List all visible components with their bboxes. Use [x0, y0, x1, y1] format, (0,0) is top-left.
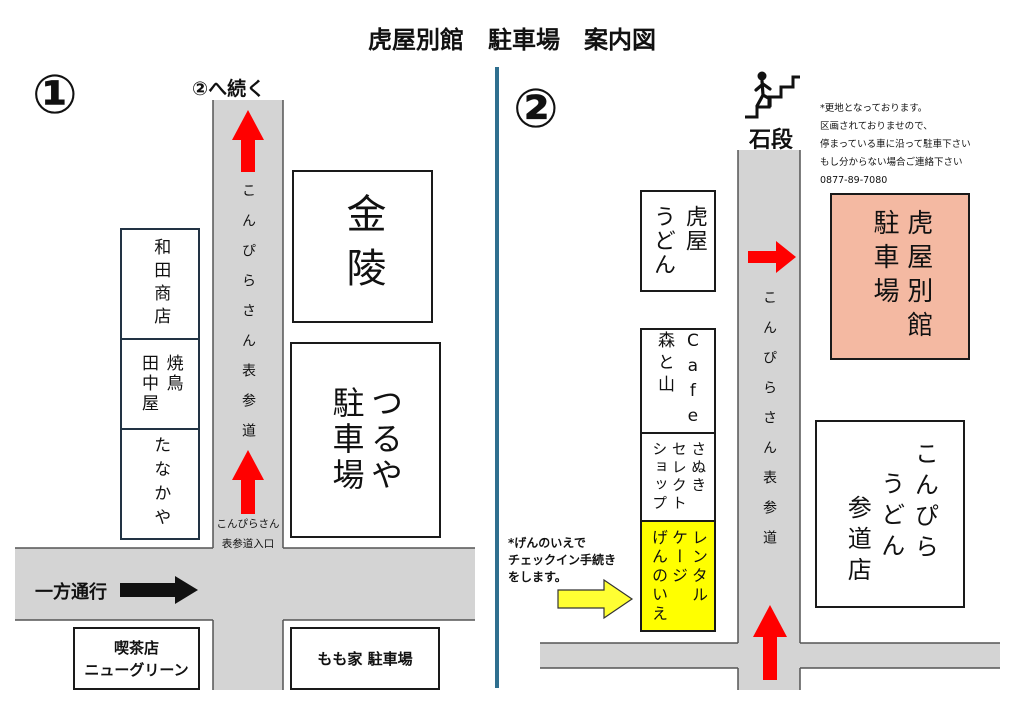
stairs-icon	[745, 71, 800, 119]
omotesando-road-panel2	[738, 150, 800, 690]
red-up-arrow-icon	[232, 110, 264, 172]
building-label-column: げんのいえ	[649, 528, 668, 624]
building-label-column: うどん	[650, 205, 675, 277]
panel1-number: ①	[32, 63, 78, 126]
building-label-column: さぬき	[689, 441, 708, 495]
building-label-column: うどん	[876, 470, 905, 564]
stairs-person-body	[754, 79, 772, 108]
stairs-person-head	[757, 71, 767, 81]
building-konpira-udon: こんぴら うどん 参道店	[815, 420, 965, 608]
note-line: *更地となっております。	[820, 103, 928, 114]
road-edges-panel2	[540, 150, 1000, 690]
checkin-note-line: をします。	[508, 570, 567, 584]
building-label-column: 参道店	[843, 494, 872, 588]
building-label-column: 和田商店	[150, 238, 171, 330]
black-right-arrow-icon	[120, 576, 198, 604]
road-label-panel1: こんぴらさん表参道	[240, 183, 256, 453]
yellow-right-arrow-icon	[557, 578, 634, 620]
building-toraya-udon: 虎屋 うどん	[640, 190, 716, 292]
building-kinryo: 金陵	[292, 170, 433, 323]
building-label: 和田商店	[150, 238, 170, 330]
stairs-steps	[745, 75, 800, 119]
building-label: こんぴら うどん 参道店	[840, 441, 941, 588]
toraya-bekkan-parking-lot: 虎屋別館 駐車場	[830, 193, 970, 360]
continue-to-panel2-label: ②へ続く	[192, 78, 266, 100]
building-label-column: 虎屋別館	[902, 208, 933, 345]
building-label: 虎屋別館 駐車場	[866, 209, 934, 345]
entrance-label-line: 表参道入口	[221, 538, 275, 550]
building-label-column: 駐車場	[869, 208, 899, 311]
road-label-panel2: こんぴらさん表参道	[761, 290, 777, 560]
panel2-number: ②	[513, 77, 559, 140]
panel1-roads	[15, 100, 475, 690]
road-edges-panel1	[15, 100, 475, 690]
tsuruya-parking-lot: つるや 駐車場	[290, 342, 441, 538]
building-label: Cafe 森と山	[649, 331, 707, 431]
parking-note: *更地となっております。 区画されておりませので、 停まっている車に沿って駐車下…	[820, 100, 971, 190]
building-cafe-moritoyama: Cafe 森と山	[640, 328, 716, 434]
note-line: もし分からない場合ご連絡下さい	[820, 157, 963, 168]
momoya-parking-lot: もも家 駐車場	[290, 627, 440, 690]
note-line: 停まっている車に沿って駐車下さい	[820, 139, 971, 150]
building-label: レンタル ケージ げんのいえ	[648, 529, 708, 624]
omotesando-entrance-label: こんぴらさん 表参道入口	[211, 514, 285, 554]
one-way-label: 一方通行	[35, 582, 107, 603]
cafe-new-green: 喫茶店 ニューグリーン	[73, 627, 200, 690]
building-rental-cage-gennoie: レンタル ケージ げんのいえ	[640, 520, 716, 632]
checkin-note-line: チェックイン手続き	[508, 553, 617, 567]
building-label-column: Cafe	[682, 331, 703, 431]
building-label-column: 駐車場	[327, 386, 366, 494]
building-label-line: ニューグリーン	[84, 660, 189, 679]
building-wada-shoten: 和田商店	[120, 228, 200, 340]
page-title: 虎屋別館 駐車場 案内図	[368, 26, 656, 54]
stairs-label: 石段	[748, 128, 793, 153]
building-sanuki-select-shop: さぬき セレクト ショップ	[640, 432, 716, 522]
building-label-column: 金陵	[339, 192, 386, 301]
building-label-column: ケージ	[669, 528, 688, 586]
building-yakitori-tanakaya: 焼鳥 田中屋	[120, 338, 200, 430]
red-right-arrow-icon	[748, 241, 796, 273]
one-way-street	[15, 548, 475, 620]
building-label: 虎屋 うどん	[646, 205, 710, 277]
checkin-note-line: *げんのいえで	[508, 536, 586, 550]
building-label: つるや 駐車場	[327, 386, 404, 494]
phone-number: 0877-89-7080	[820, 175, 888, 186]
building-label-column: ショップ	[650, 441, 669, 513]
building-label: 焼鳥 田中屋	[135, 354, 184, 414]
entrance-label-line: こんぴらさん	[216, 518, 280, 530]
note-line: 区画されておりませので、	[820, 121, 933, 132]
building-tanakaya: たなかや	[120, 428, 200, 540]
building-label-column: セレクト	[669, 441, 688, 513]
building-label: たなかや	[150, 436, 170, 532]
building-label-column: こんぴら	[910, 440, 939, 565]
panel-divider	[495, 67, 499, 688]
building-label-column: 焼鳥	[162, 354, 183, 394]
building-label-column: 森と山	[654, 331, 674, 397]
red-up-arrow-icon	[232, 450, 264, 514]
building-label-line: 喫茶店	[113, 638, 159, 657]
building-label-column: たなかや	[150, 436, 171, 532]
building-label-column: 田中屋	[138, 354, 158, 414]
building-label: もも家 駐車場	[317, 650, 413, 668]
checkin-note: *げんのいえで チェックイン手続き をします。	[508, 535, 616, 586]
building-label: 金陵	[339, 193, 387, 301]
building-label-column: つるや	[365, 386, 404, 494]
building-label: さぬき セレクト ショップ	[649, 441, 708, 513]
building-label-column: 虎屋	[681, 205, 707, 253]
building-label-column: レンタル	[689, 528, 708, 605]
red-up-arrow-icon	[753, 605, 787, 680]
